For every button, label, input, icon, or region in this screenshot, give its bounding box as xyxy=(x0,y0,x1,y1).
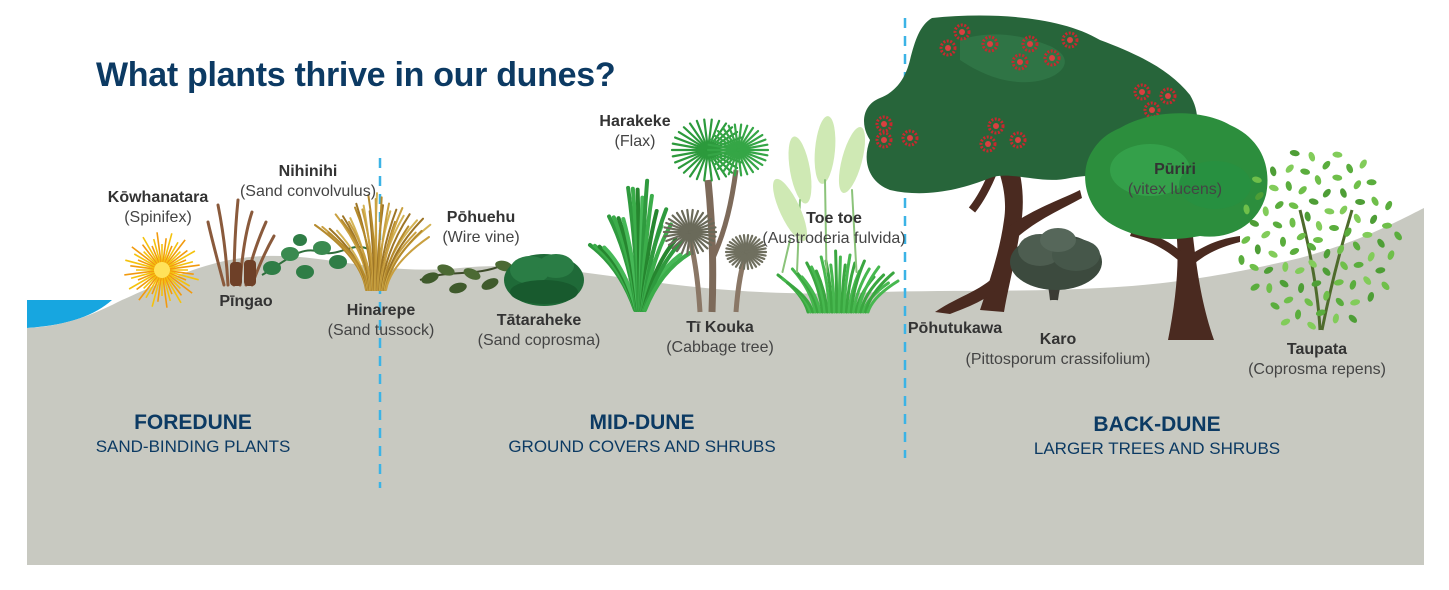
label-nihinihi: Nihinihi (Sand convolvulus) xyxy=(240,162,376,202)
page-title: What plants thrive in our dunes? xyxy=(96,56,615,95)
zone-foredune: FOREDUNE SAND-BINDING PLANTS xyxy=(96,410,291,458)
ti-kouka-plant xyxy=(664,120,768,312)
label-harakeke: Harakeke (Flax) xyxy=(599,112,670,152)
label-karo: Karo (Pittosporum crassifolium) xyxy=(966,330,1151,370)
zone-back-dune: BACK-DUNE LARGER TREES AND SHRUBS xyxy=(1034,412,1280,460)
plant-alt-name: (vitex lucens) xyxy=(1128,180,1222,200)
plant-alt-name: (Flax) xyxy=(599,132,670,152)
plant-name: Harakeke xyxy=(599,112,670,132)
zone-description: LARGER TREES AND SHRUBS xyxy=(1034,438,1280,460)
label-tataraheke: Tātaraheke (Sand coprosma) xyxy=(478,311,601,351)
plant-name: Pūriri xyxy=(1128,160,1222,180)
tataraheke-plant xyxy=(504,254,584,306)
zone-description: GROUND COVERS AND SHRUBS xyxy=(508,436,775,458)
plant-alt-name: (Sand coprosma) xyxy=(478,331,601,351)
plant-name: Hinarepe xyxy=(328,301,435,321)
label-puriri: Pūriri (vitex lucens) xyxy=(1128,160,1222,200)
label-kowhanatara: Kōwhanatara (Spinifex) xyxy=(108,188,208,228)
plant-alt-name: (Spinifex) xyxy=(108,208,208,228)
plant-name: Pōhuehu xyxy=(442,208,519,228)
plant-name: Tātaraheke xyxy=(478,311,601,331)
plant-name: Kōwhanatara xyxy=(108,188,208,208)
plant-name: Nihinihi xyxy=(240,162,376,182)
label-toe-toe: Toe toe (Austroderia fulvida) xyxy=(762,209,905,249)
sand-dune xyxy=(27,208,1424,565)
plant-alt-name: (Coprosma repens) xyxy=(1248,360,1386,380)
zone-description: SAND-BINDING PLANTS xyxy=(96,436,291,458)
label-ti-kouka: Tī Kouka (Cabbage tree) xyxy=(666,318,774,358)
zone-name: MID-DUNE xyxy=(508,410,775,436)
plant-name: Karo xyxy=(966,330,1151,350)
plant-alt-name: (Pittosporum crassifolium) xyxy=(966,350,1151,370)
label-hinarepe: Hinarepe (Sand tussock) xyxy=(328,301,435,341)
plant-alt-name: (Cabbage tree) xyxy=(666,338,774,358)
plant-alt-name: (Wire vine) xyxy=(442,228,519,248)
plant-name: Pīngao xyxy=(219,292,272,312)
plant-alt-name: (Sand tussock) xyxy=(328,321,435,341)
plant-alt-name: (Sand convolvulus) xyxy=(240,182,376,202)
plant-name: Tī Kouka xyxy=(666,318,774,338)
plant-name: Toe toe xyxy=(762,209,905,229)
zone-name: BACK-DUNE xyxy=(1034,412,1280,438)
zone-name: FOREDUNE xyxy=(96,410,291,436)
label-taupata: Taupata (Coprosma repens) xyxy=(1248,340,1386,380)
plant-name: Taupata xyxy=(1248,340,1386,360)
label-pohuehu: Pōhuehu (Wire vine) xyxy=(442,208,519,248)
label-pingao: Pīngao xyxy=(219,292,272,312)
zone-mid-dune: MID-DUNE GROUND COVERS AND SHRUBS xyxy=(508,410,775,458)
plant-alt-name: (Austroderia fulvida) xyxy=(762,229,905,249)
